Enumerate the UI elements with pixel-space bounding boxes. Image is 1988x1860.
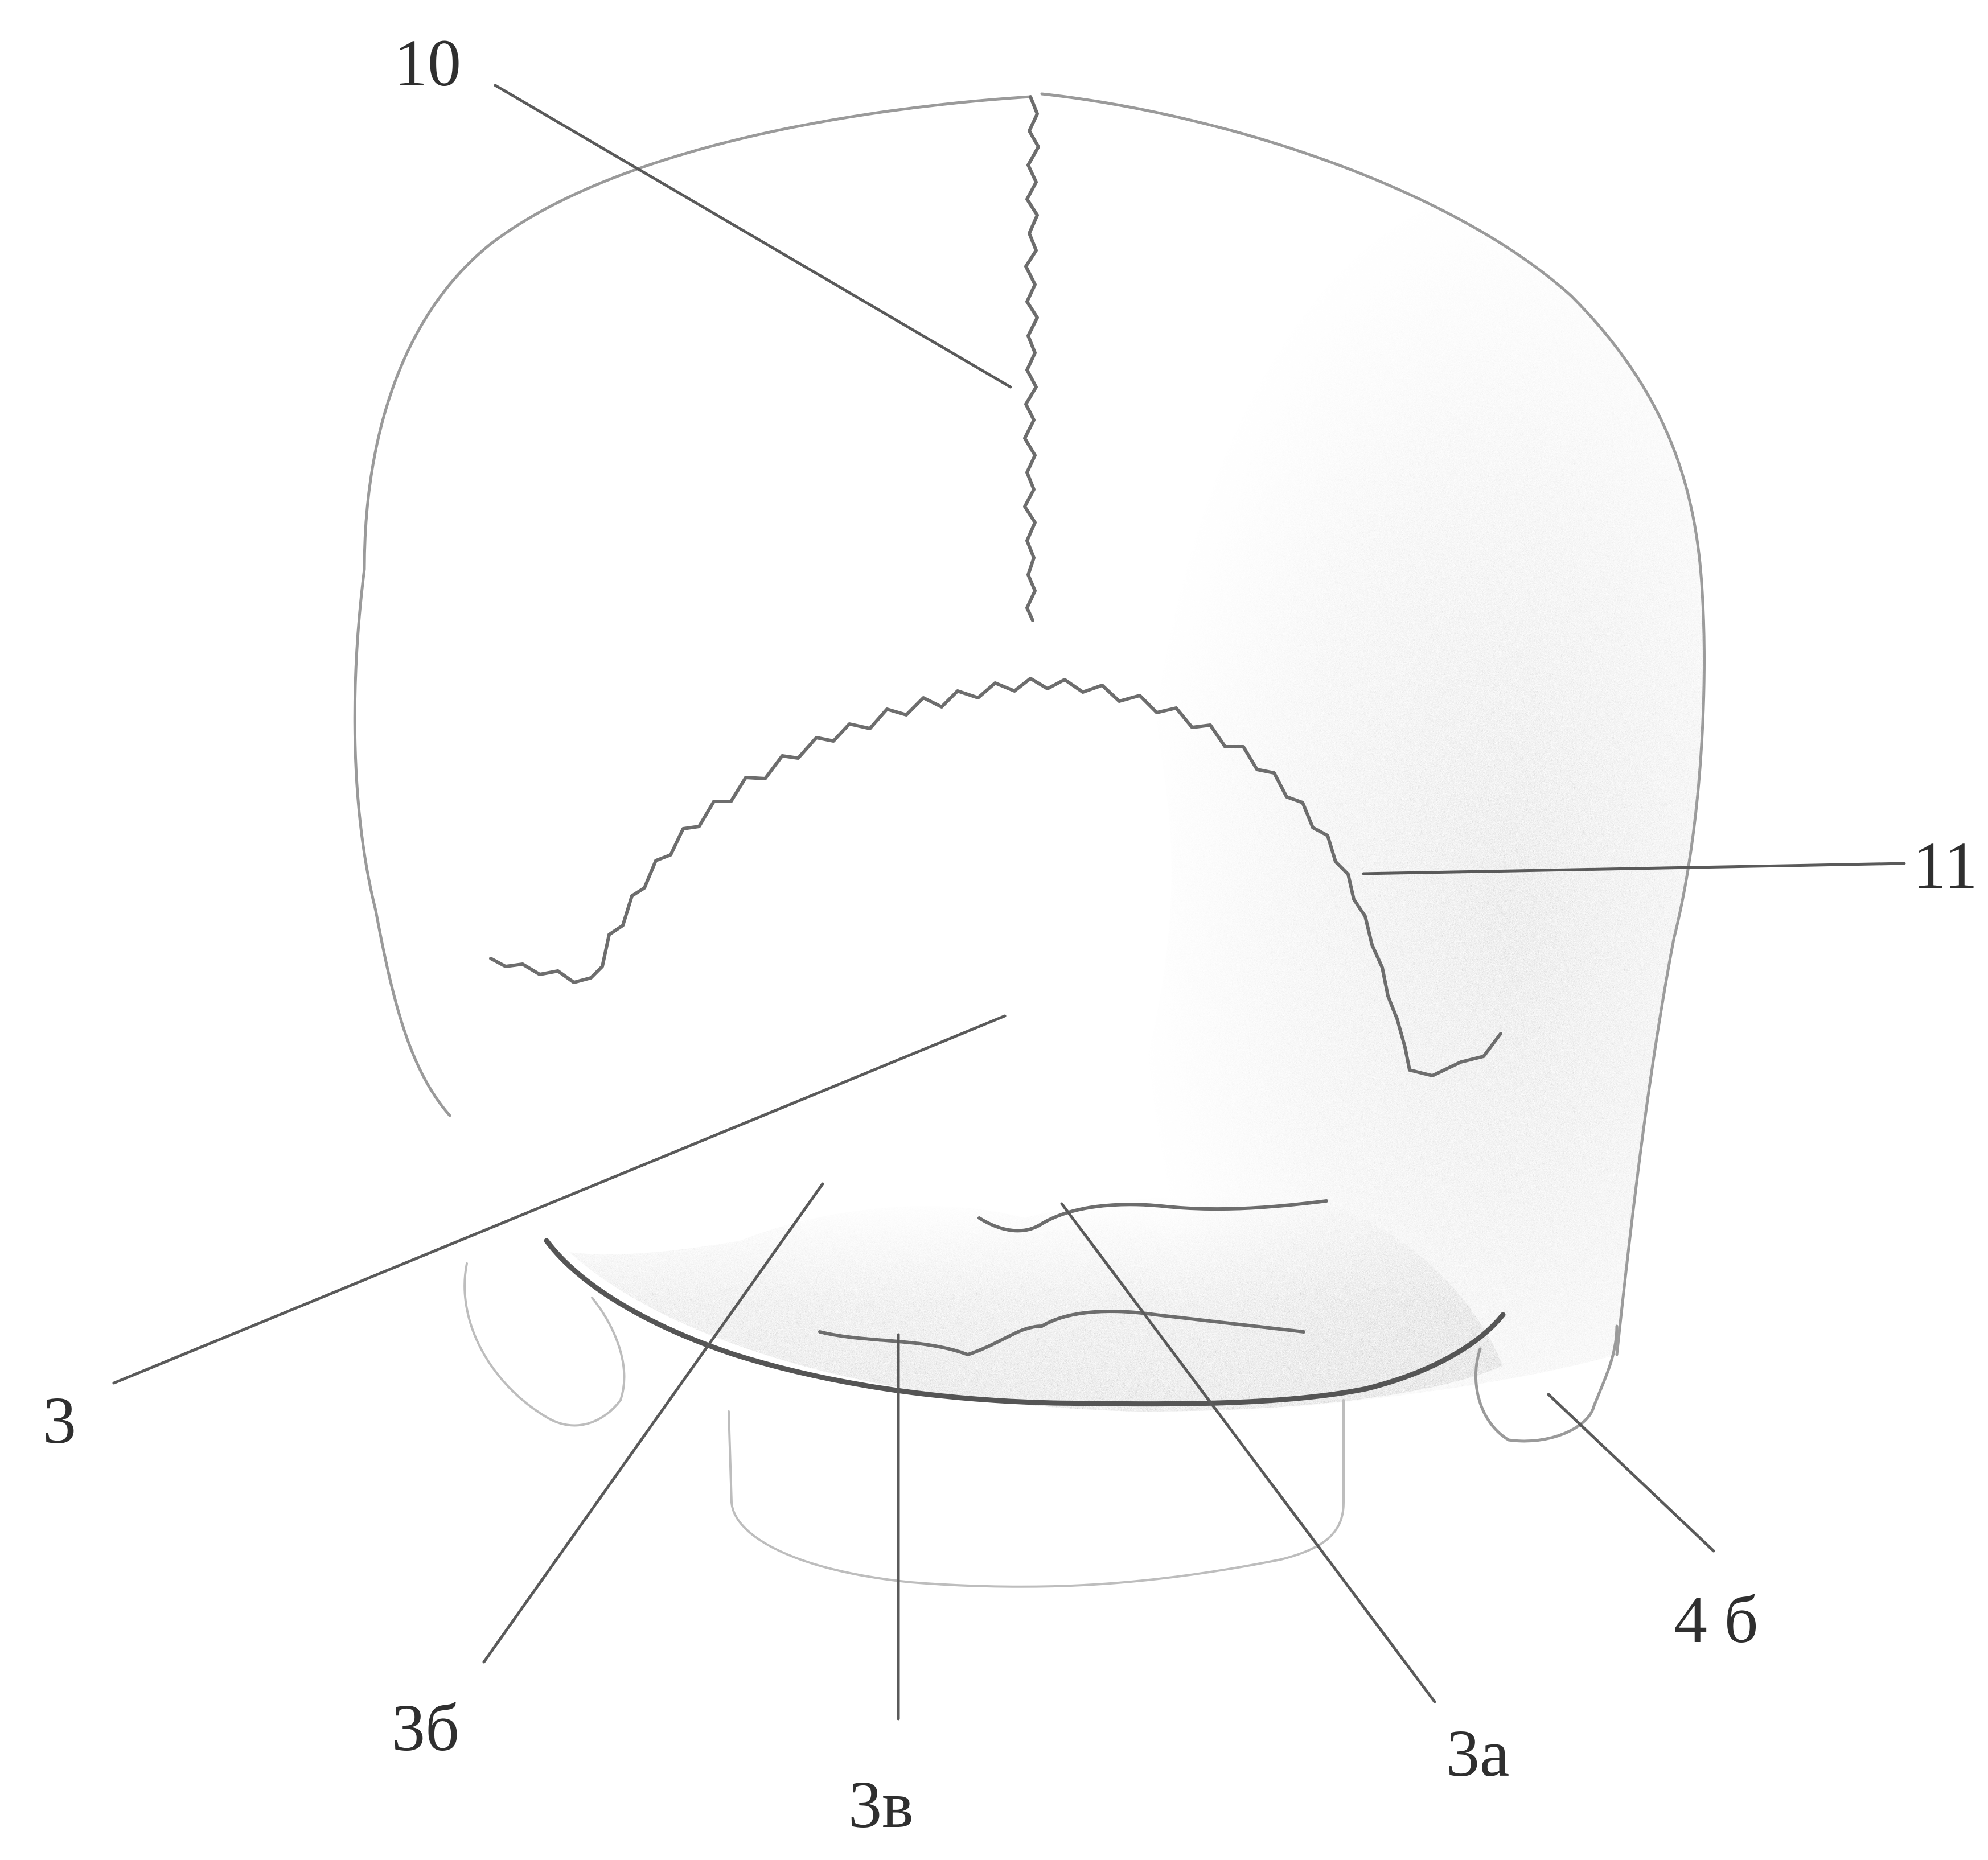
- label-11: 11: [1913, 828, 1978, 903]
- sagittal-suture: [1025, 97, 1038, 620]
- label-10: 10: [394, 26, 461, 100]
- label-3b: 3б: [392, 1690, 459, 1765]
- label-3v: 3в: [848, 1767, 914, 1842]
- leader-line-10: [495, 85, 1011, 387]
- occipital-condyle-base: [729, 1400, 1344, 1587]
- label-3: 3: [43, 1383, 76, 1458]
- label-3a: 3а: [1446, 1716, 1509, 1791]
- occipital-base-shading: [569, 1197, 1503, 1412]
- label-4b: 4 б: [1674, 1582, 1759, 1657]
- leader-line-4b: [1548, 1394, 1714, 1551]
